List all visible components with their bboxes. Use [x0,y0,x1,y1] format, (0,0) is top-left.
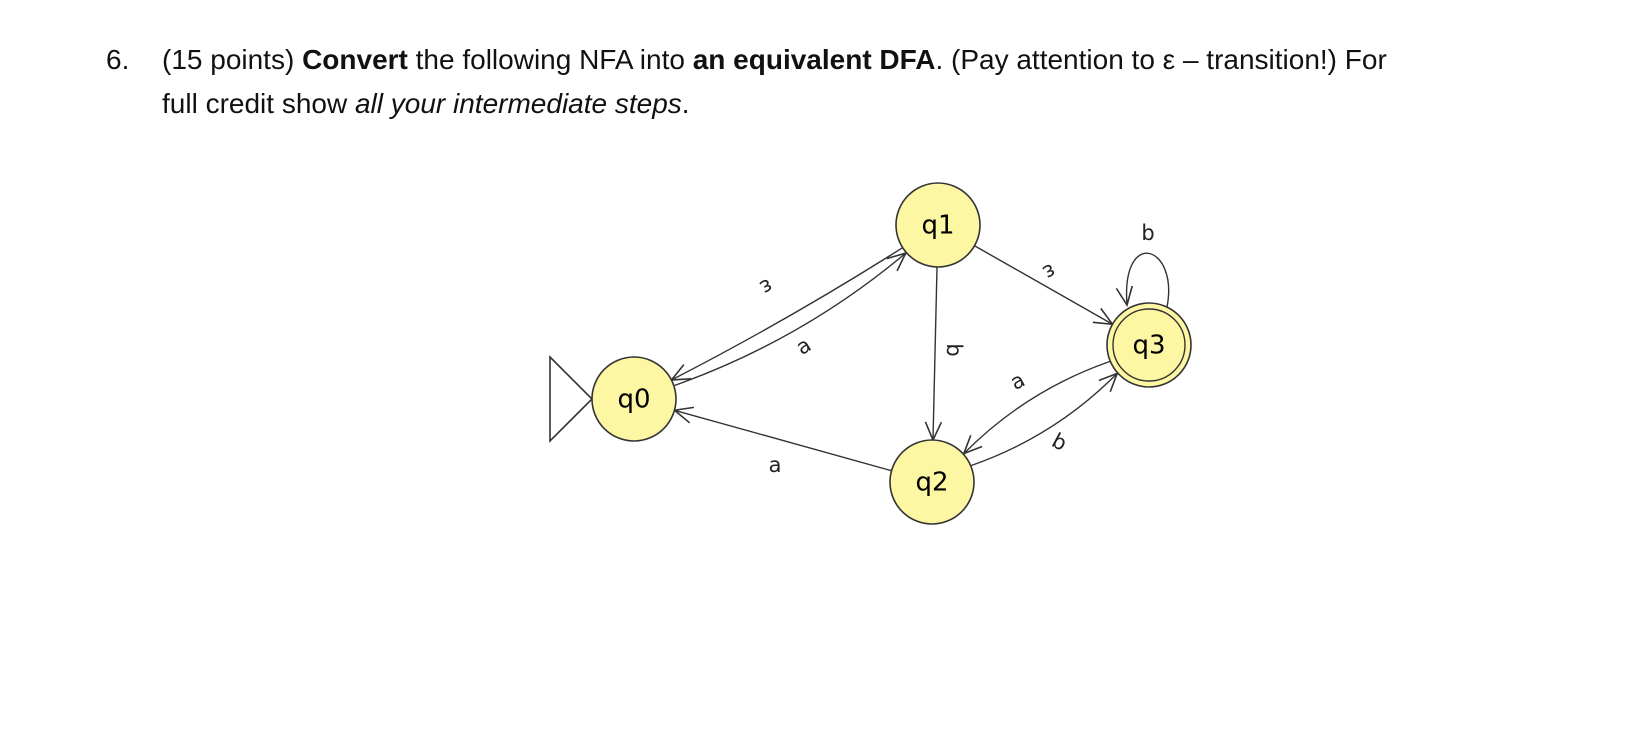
transition-q1-q2-label: b [942,343,966,356]
transition-q3-q2-edge [963,360,1110,455]
question-number: 6. [106,44,130,75]
start-triangle [549,355,594,443]
transition-q3-q3-label: b [1141,221,1154,245]
verb-bold: Convert [302,44,408,75]
transition-q1-q3-edge [974,245,1113,325]
state-q1-label: q1 [921,211,954,241]
question-text-1: the following NFA into [415,44,685,75]
transition-q3-q3-arrowhead [1115,285,1133,307]
points-label: (15 points) [162,44,295,75]
transition-q1-q0-edge [671,247,903,381]
question-body: (15 points) Convert the following NFA in… [162,38,1586,126]
transition-q0-q1-label: ε [756,274,778,300]
target-bold: an equivalent DFA [692,44,936,75]
state-q0: q0 [591,356,677,442]
question-text-4: . [681,88,690,119]
state-q3: q3 [1106,302,1192,388]
emphasis-italic: all your intermediate steps [354,88,682,119]
state-q2-label: q2 [915,468,948,498]
transition-q3-q2-label: b [1048,428,1071,455]
start-arrow [549,355,594,443]
transition-q3-q3-edge [1125,252,1170,308]
state-q2-circle [889,439,975,525]
transition-q1-q0-label: a [792,333,816,360]
nfa-states: q0 q1 q2 q3 [591,182,1192,525]
question-line-1: (15 points) Convert the following NFA in… [162,38,1586,82]
transition-q2-q0-edge [674,409,892,472]
question-line-2: full credit show all your intermediate s… [162,82,1586,126]
question-text-3: full credit show [162,88,348,119]
state-q3-accept-ring [1112,308,1186,382]
state-q0-circle [591,356,677,442]
state-q0-label: q0 [617,385,650,415]
transition-q2-q0-label: a [769,453,782,477]
transition-q0-q1-edge [674,252,907,387]
question-text-2: . (Pay attention to ε – transition!) For [935,44,1387,75]
state-q3-label: q3 [1132,331,1165,361]
transition-q0-q1-arrowhead [886,251,908,272]
state-q1: q1 [895,182,981,268]
transition-q1-q2-edge [932,266,938,441]
transition-q2-q3-label: a [1006,367,1029,394]
transition-q2-q3-edge [971,372,1118,467]
state-q2: q2 [889,439,975,525]
state-q3-circle [1106,302,1192,388]
state-q1-circle [895,182,981,268]
transition-edges [669,245,1170,472]
transition-q1-q3-label: ε [1039,259,1061,285]
